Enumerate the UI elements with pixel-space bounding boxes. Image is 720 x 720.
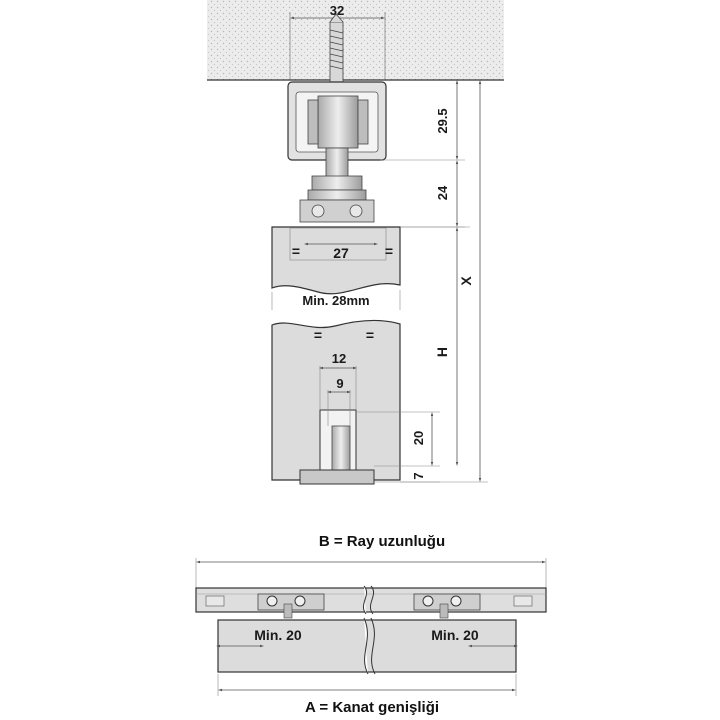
- dim-12-label: 12: [332, 351, 346, 366]
- dim-vertical-upper: 29.5 24: [380, 80, 465, 228]
- dim-h-x: H X: [400, 80, 488, 483]
- door-panel-top: 27 = =: [271, 226, 401, 295]
- dim-h-label: H: [434, 347, 450, 357]
- top-rail-profile: [287, 81, 387, 161]
- equal-mark-left: =: [292, 243, 300, 259]
- dim-x-label: X: [458, 276, 474, 286]
- dim-20-label: 20: [411, 431, 426, 445]
- min-20-left: Min. 20: [254, 627, 302, 643]
- dim-29-5-label: 29.5: [435, 108, 450, 133]
- hanger-bolt: [299, 147, 375, 223]
- dim-min-thickness: Min. 28mm: [271, 290, 401, 310]
- dim-screw-width: 32: [289, 3, 386, 80]
- dim-27-label: 27: [333, 245, 349, 261]
- dim-9-label: 9: [336, 376, 343, 391]
- screw: [329, 13, 344, 83]
- dim-24-label: 24: [435, 185, 450, 200]
- dim-7-label: 7: [411, 472, 426, 479]
- equal-mark-bl: =: [314, 327, 322, 343]
- min-20-right: Min. 20: [431, 627, 479, 643]
- ceiling: [207, 0, 504, 81]
- dim-a: [217, 674, 517, 696]
- door-panel-bottom: = = 12 9: [271, 319, 401, 485]
- dim-b: [195, 558, 547, 588]
- dim-32-label: 32: [330, 3, 344, 18]
- min-28mm-label: Min. 28mm: [302, 293, 369, 308]
- leaf-width-caption: A = Kanat genişliği: [305, 699, 439, 716]
- equal-mark-br: =: [366, 327, 374, 343]
- rail-elevation: [195, 585, 547, 619]
- equal-mark-right: =: [385, 243, 393, 259]
- door-leaf-elevation: Min. 20 Min. 20: [216, 617, 518, 675]
- rail-length-caption: B = Ray uzunluğu: [319, 533, 445, 550]
